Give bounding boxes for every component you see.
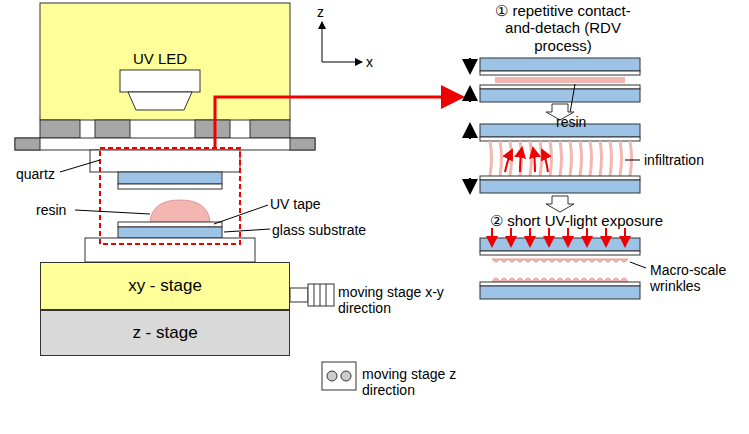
node-text: xy - stage bbox=[128, 276, 202, 296]
part-label: infiltration bbox=[644, 152, 704, 168]
part-label: glass substrate bbox=[272, 222, 366, 238]
stage-box: z - stage bbox=[40, 310, 290, 356]
part-label: moving stage x-y direction bbox=[338, 284, 456, 316]
part-label: z bbox=[317, 4, 324, 20]
part-label: ① repetitive contact-and-detach (RDV pro… bbox=[488, 2, 638, 54]
node-text: z - stage bbox=[132, 323, 197, 343]
part-label: resin bbox=[36, 202, 66, 218]
part-label: moving stage z direction bbox=[362, 366, 472, 398]
part-label: Macro-scale wrinkles bbox=[650, 262, 742, 294]
part-label: quartz bbox=[16, 166, 55, 182]
uv-led-housing: UV LED bbox=[120, 48, 200, 68]
stage-box: xy - stage bbox=[40, 262, 290, 310]
part-label: x bbox=[366, 54, 373, 70]
part-label: resin bbox=[556, 114, 586, 130]
node-text: UV LED bbox=[133, 50, 187, 67]
part-label: ② short UV-light exposure bbox=[490, 212, 663, 229]
part-label: UV tape bbox=[270, 196, 321, 212]
